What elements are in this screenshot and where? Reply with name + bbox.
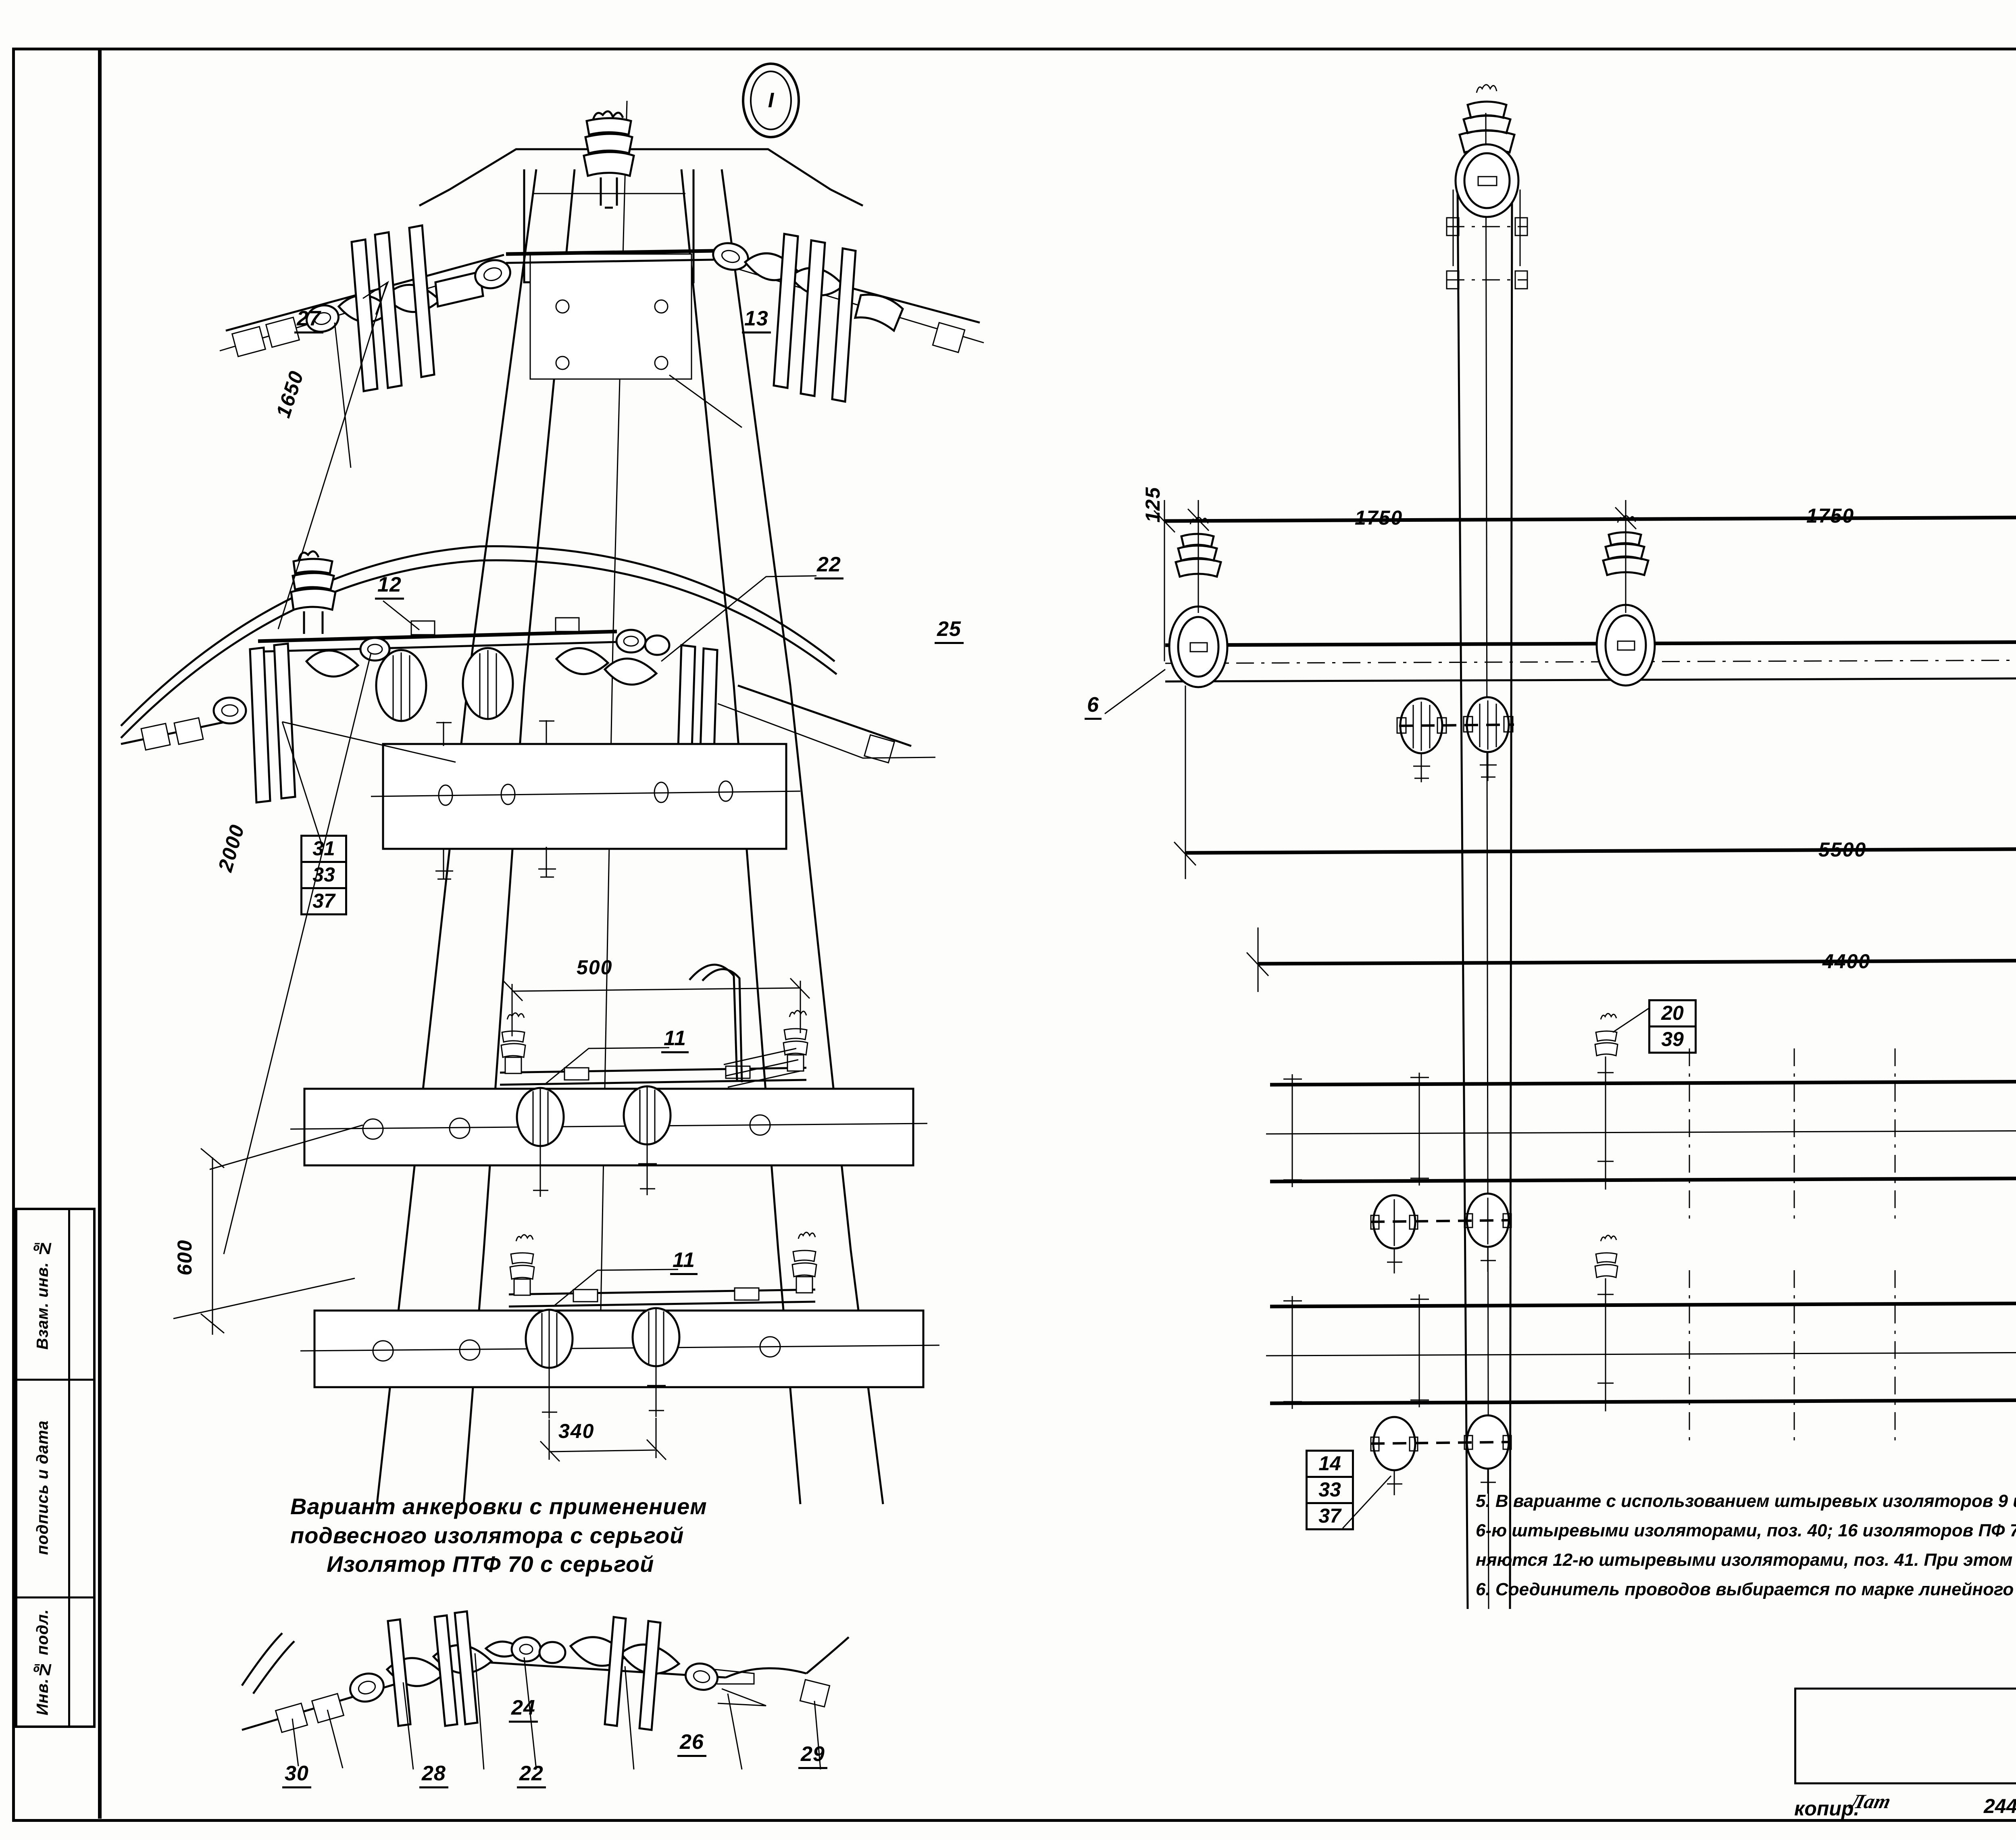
caption-line-2: подвесного изолятора с серьгой: [290, 1522, 684, 1548]
stamp-divider-2: [17, 1596, 93, 1598]
left-upper-anchor-chain-left: [220, 225, 513, 391]
pos-label-29: 29: [798, 1742, 827, 1769]
order-number: 24461-02: [1984, 1795, 2016, 1817]
dim-5500: 5500: [1818, 838, 1867, 861]
stamp-label-zam-inv: Взам. инв. №: [33, 1239, 52, 1350]
stamp-column: Взам. инв. № подпись и дата Инв.№ подл.: [15, 1208, 96, 1728]
drawing-frame-outer: [12, 48, 2016, 1822]
right-top-dimension-line: [1154, 500, 2016, 661]
caption-line-1: Вариант анкеровки с применением: [290, 1494, 707, 1519]
right-pole-a-top: [1447, 85, 1527, 289]
pos-label-26: 26: [677, 1730, 706, 1757]
pos-label-22: 22: [814, 552, 843, 579]
left-middle-node: [121, 546, 911, 879]
pos-label-30: 30: [282, 1761, 311, 1788]
dim-600: 600: [173, 1239, 196, 1275]
right-upper-crossarm: [1165, 640, 2016, 681]
pos-stack-14: 14: [1318, 1452, 1341, 1475]
left-lower-crossarm-upper: [290, 1011, 927, 1197]
pos-label-12: 12: [375, 573, 404, 600]
note-line-4: 6. Соединитель проводов выбирается по ма…: [1476, 1579, 2016, 1599]
pos-stack-33c: 33: [1308, 1476, 1352, 1502]
pos-stack-37: 37: [302, 887, 345, 913]
detail-mark-circle: I: [742, 63, 800, 138]
left-upper-anchor-chain-right: [710, 234, 984, 402]
dim-500: 500: [577, 956, 613, 979]
pos-stack-33: 33: [302, 861, 345, 887]
left-lower-crossarm-lower: [300, 1232, 939, 1419]
notes-block: 5. В варианте с использованием штыревых …: [1476, 1488, 2016, 1606]
pos-stack-20: 20: [1661, 1002, 1684, 1024]
title-block-code: 3.501.1-145.0-42: [1796, 1690, 2016, 1782]
dim-125-left: 125: [1141, 486, 1164, 523]
pos-stack-37c: 37: [1308, 1502, 1352, 1528]
pos-stack-31: 31: [312, 837, 335, 860]
pos-label-11-upper: 11: [661, 1026, 689, 1053]
note-line-2: 6-ю штыревыми изоляторами, поз. 40; 16 и…: [1476, 1520, 2016, 1540]
pos-stack-20-39: 20 39: [1648, 999, 1697, 1054]
bottom-detail-anchor-string: [242, 1611, 849, 1769]
pos-label-25: 25: [935, 617, 964, 644]
caption-line-3: Изолятор ПТФ 70 с серьгой: [327, 1551, 654, 1577]
left-tower-top-cap: [419, 149, 863, 379]
right-view-leaders: [1105, 173, 2016, 1528]
copier-label: копир.: [1794, 1797, 1860, 1820]
left-top-pin-insulator: [584, 111, 634, 208]
pos-stack-31-33-37: 31 33 37: [300, 835, 347, 915]
dim-340: 340: [558, 1420, 595, 1442]
dim-4400: 4400: [1822, 950, 1871, 973]
pos-label-11-lower: 11: [670, 1248, 698, 1275]
dim-1750-b: 1750: [1806, 504, 1855, 527]
right-lower-beams: [1266, 1048, 2016, 1448]
detail-mark-label: I: [750, 71, 792, 130]
right-5500-dimension: [1174, 677, 2016, 879]
note-line-1: 5. В варианте с использованием штыревых …: [1476, 1491, 2016, 1511]
copier-signature: Лат: [1848, 1790, 1893, 1813]
stamp-label-podpis-data: подпись и дата: [33, 1420, 52, 1555]
left-upper-crossarm: [506, 251, 714, 263]
pos-stack-14-33-37: 14 33 37: [1306, 1450, 1354, 1530]
pos-label-22-detail: 22: [517, 1761, 546, 1788]
pos-label-27: 27: [294, 306, 323, 333]
stamp-divider-1: [17, 1379, 93, 1381]
pos-label-13: 13: [742, 306, 771, 333]
left-hook-cable: [689, 965, 800, 1087]
left-dimension-lines: [173, 282, 935, 1461]
pos-label-6: 6: [1085, 693, 1102, 720]
left-view-caption: Вариант анкеровки с применением подвесно…: [290, 1492, 707, 1579]
right-lower-beam-clamps: [1283, 1014, 2016, 1496]
dim-1750-a: 1750: [1355, 506, 1403, 529]
pos-label-24: 24: [509, 1696, 538, 1723]
stamp-column-vline: [68, 1210, 70, 1725]
stamp-label-inv-podl: Инв.№ подл.: [33, 1609, 52, 1715]
pos-stack-39: 39: [1650, 1025, 1695, 1052]
pos-label-28: 28: [419, 1761, 448, 1788]
note-line-3: няются 12-ю штыревыми изоляторами, поз. …: [1476, 1550, 2016, 1570]
title-block: 3.501.1-145.0-42 Лист 8: [1794, 1688, 2016, 1784]
right-upper-clamps: [1397, 692, 2016, 782]
drawing-frame-inner: [98, 50, 2016, 1819]
right-view-poles: [1458, 113, 2016, 1609]
right-4400-dimension: [1247, 923, 2016, 992]
title-block-footer: копир. Лат 24461-02 76 формат А3: [1794, 1790, 2016, 1831]
